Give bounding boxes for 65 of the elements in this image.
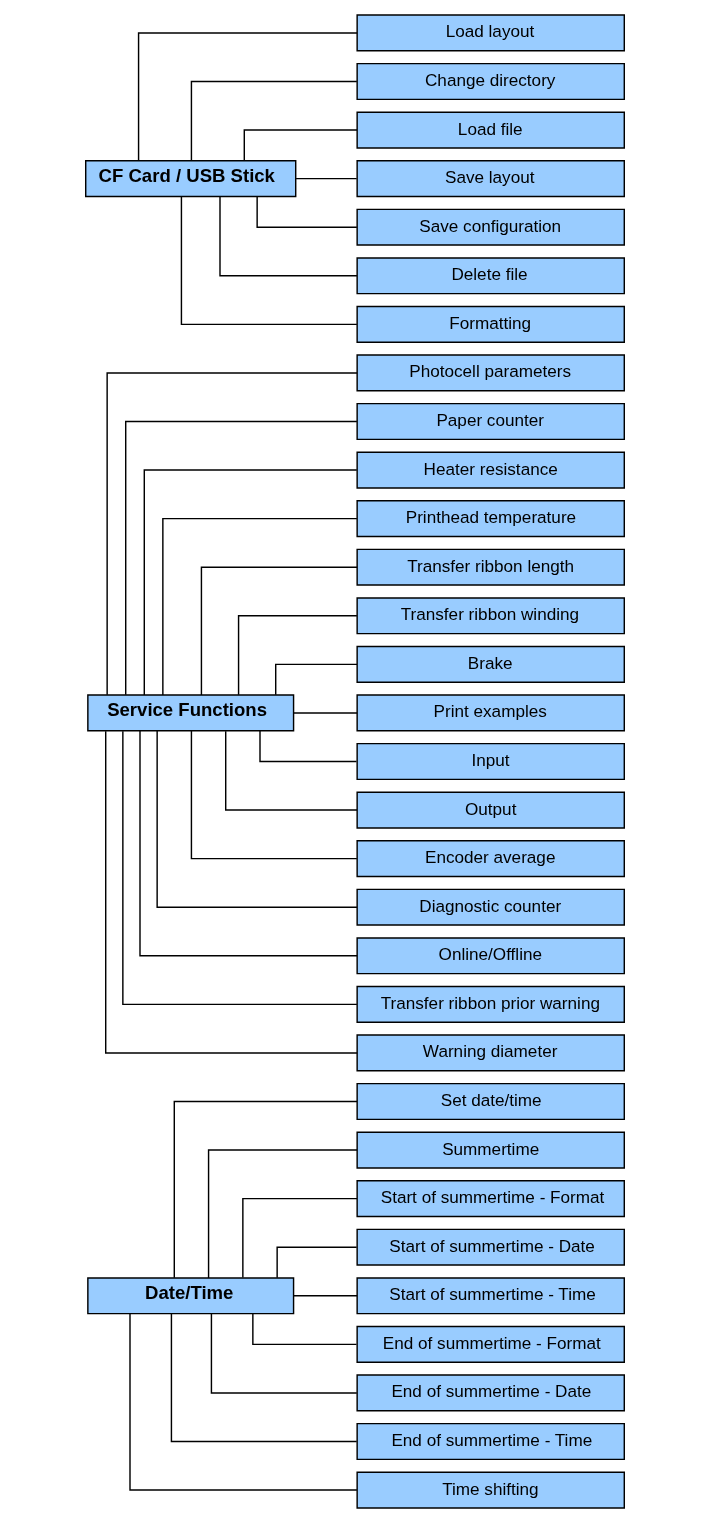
node-box: Formatting [356,305,625,343]
node-box: Start of summertime - Time [356,1277,625,1315]
connector [242,1197,358,1279]
connector [243,129,358,162]
connector [105,730,358,1054]
node-box: End of summertime - Date [356,1374,625,1412]
node-box: Heater resistance [356,451,625,489]
node-box: Load file [356,111,625,149]
node-box: Start of summertime - Date [356,1228,625,1266]
node-box: Photocell parameters [356,354,625,392]
connector [293,712,358,714]
connector [139,730,358,957]
connector [275,663,358,696]
connector [256,196,358,228]
connector [162,517,358,696]
connector [106,372,358,696]
node-box: CF Card / USB Stick [85,160,297,198]
connector [180,195,358,326]
node-box: Time shifting [356,1471,625,1509]
node-box: Online/Offline [356,937,625,975]
node-box: Transfer ribbon length [356,548,625,586]
node-box: Change directory [356,62,625,101]
connector [190,80,358,162]
connector [276,1246,358,1279]
node-box: Load layout [356,14,625,52]
node-box: Diagnostic counter [356,888,625,926]
node-box: Warning diameter [356,1034,625,1072]
node-box: Printhead temperature [356,500,625,538]
node-box: Delete file [356,257,625,295]
node-box: Service Functions [87,694,295,732]
node-box: Start of summertime - Format [356,1180,625,1218]
connector [200,566,358,696]
connector [225,730,358,811]
connector [173,1100,358,1279]
node-box: Save layout [356,160,625,198]
connector [129,1313,358,1491]
node-box: Summertime [356,1131,625,1169]
connector [252,1313,358,1346]
connector [293,1295,358,1297]
node-box: Transfer ribbon prior warning [356,985,625,1023]
node-box: Output [356,791,625,829]
connector [156,730,358,908]
node-box: Encoder average [356,840,625,878]
node-box: Set date/time [356,1082,625,1121]
connector [210,1313,358,1394]
node-box: Paper counter [356,402,625,441]
node-box: End of summertime - Format [356,1325,625,1363]
connector [137,32,358,162]
connector [170,1312,358,1443]
connector [207,1149,358,1279]
connector [190,730,358,860]
connector [122,730,358,1006]
connector [295,177,358,180]
node-box: Date/Time [87,1277,295,1315]
connector [259,730,358,763]
connector [125,420,358,696]
node-box: Brake [356,645,625,683]
connector [219,196,358,277]
node-box: Save configuration [356,208,625,246]
connector [237,615,358,696]
node-box: End of summertime - Time [356,1422,625,1461]
node-box: Input [356,742,625,781]
node-box: Print examples [356,694,625,732]
node-box: Transfer ribbon winding [356,597,625,635]
connector [143,469,358,696]
